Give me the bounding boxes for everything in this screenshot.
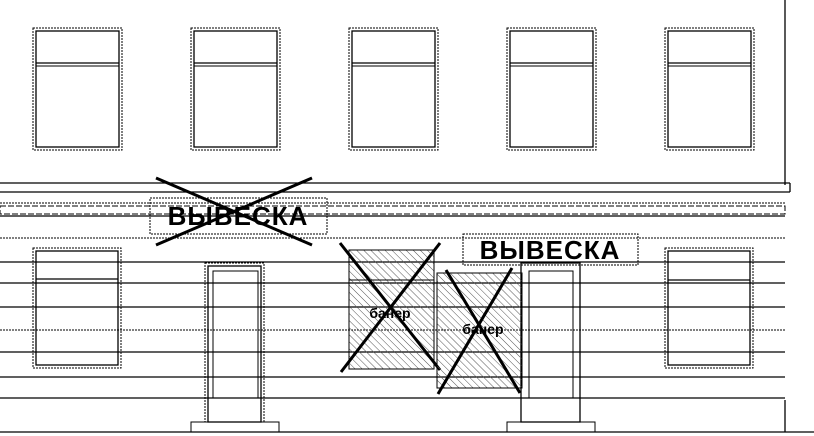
upper-window <box>190 27 281 151</box>
rejected-sign-text: ВЫВЕСКА <box>168 201 309 231</box>
door <box>190 262 280 433</box>
cross-out-line <box>155 176 313 247</box>
banner-crossed-out: банер <box>436 267 523 395</box>
upper-window <box>348 27 439 151</box>
lower-window <box>664 247 754 369</box>
rejected-sign: ВЫВЕСКА <box>149 176 328 247</box>
banner-crossed-out: банер <box>338 242 442 373</box>
cornice <box>0 182 791 239</box>
upper-windows <box>32 27 755 151</box>
approved-sign: ВЫВЕСКА <box>462 233 639 266</box>
upper-window <box>506 27 597 151</box>
cross-out-line <box>436 267 514 395</box>
upper-window <box>664 27 755 151</box>
lower-window <box>32 247 122 369</box>
banner-label: банер <box>369 305 410 321</box>
approved-sign-text: ВЫВЕСКА <box>480 235 621 265</box>
cross-out-line <box>339 242 442 373</box>
upper-window <box>32 27 123 151</box>
cross-out-line <box>444 269 522 394</box>
